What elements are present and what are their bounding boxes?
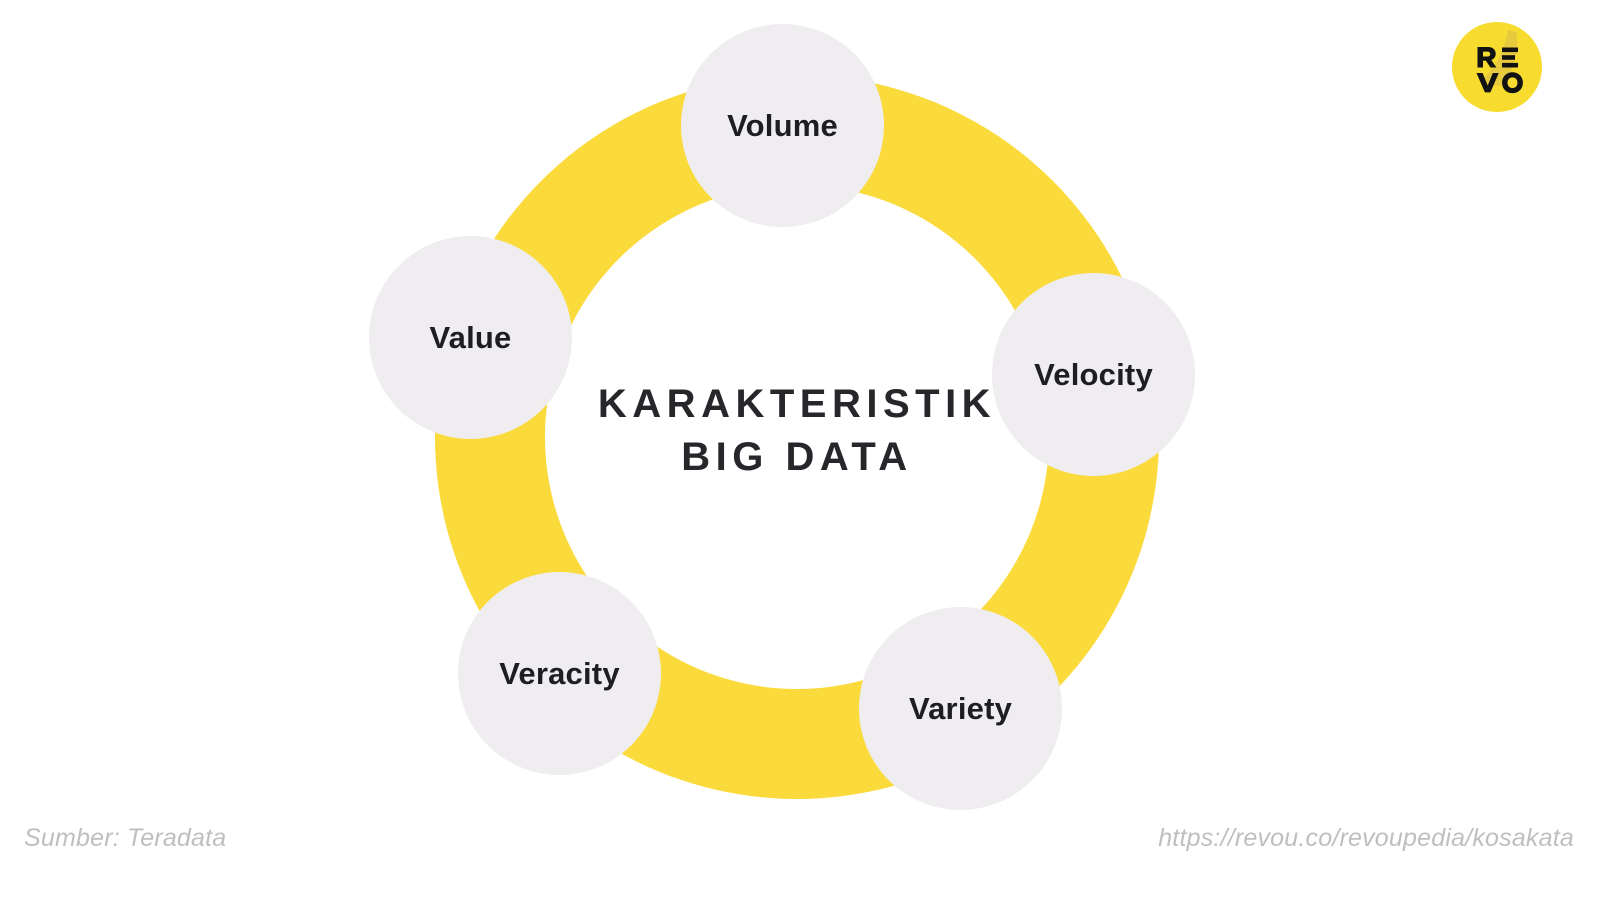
center-title-line-2: BIG DATA	[681, 435, 913, 480]
center-title: KARAKTERISTIK BIG DATA	[497, 378, 1097, 484]
source-caption: Sumber: Teradata	[24, 824, 227, 852]
revou-logo[interactable]	[1452, 22, 1542, 112]
node-value-label: Value	[429, 320, 512, 355]
url-caption[interactable]: https://revou.co/revoupedia/kosakata	[1158, 824, 1574, 852]
node-velocity[interactable]: Velocity	[992, 273, 1195, 476]
revou-logo-icon	[1452, 22, 1542, 112]
node-value[interactable]: Value	[369, 236, 572, 439]
node-variety-label: Variety	[908, 691, 1013, 726]
node-veracity[interactable]: Veracity	[458, 572, 661, 775]
node-variety[interactable]: Variety	[859, 607, 1062, 810]
logo-swoosh	[1482, 30, 1518, 86]
logo-wordmark	[1476, 47, 1523, 94]
node-veracity-label: Veracity	[499, 656, 620, 691]
node-velocity-label: Velocity	[1034, 357, 1153, 392]
node-volume[interactable]: Volume	[681, 24, 884, 227]
node-volume-label: Volume	[727, 108, 838, 143]
center-title-line-1: KARAKTERISTIK	[597, 382, 997, 426]
